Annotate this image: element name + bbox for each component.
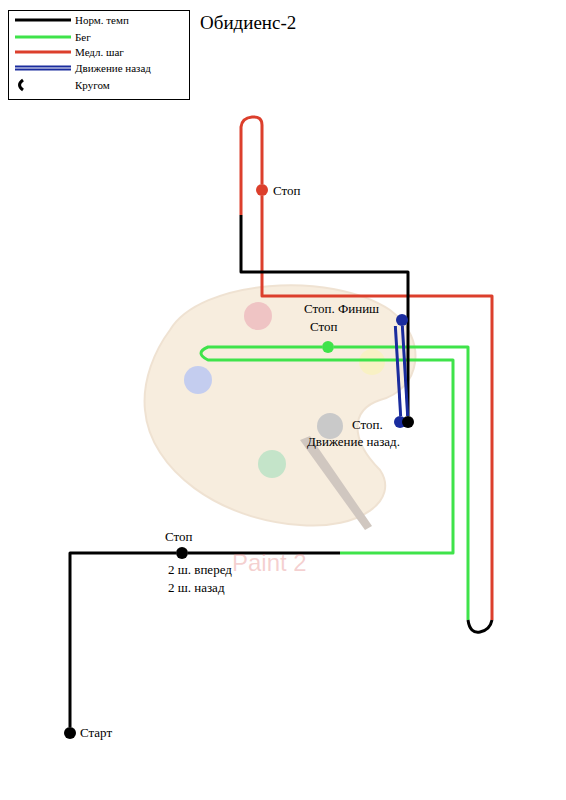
stop-label: 2 ш. назад xyxy=(168,581,225,595)
course-line xyxy=(468,620,492,632)
stop-label: Стоп. Финиш xyxy=(304,302,379,316)
legend-sample xyxy=(13,13,73,27)
brush xyxy=(300,436,372,530)
course-segment xyxy=(395,326,407,416)
course-segment xyxy=(188,347,453,553)
paint-blob xyxy=(244,302,272,330)
legend-text: Движение назад xyxy=(75,61,151,75)
stop-label: Стоп xyxy=(273,184,300,198)
legend-row: Бег xyxy=(9,30,189,44)
legend-text: Бег xyxy=(75,30,91,44)
legend-sample xyxy=(13,61,73,75)
legend-text: Норм. темп xyxy=(75,13,129,27)
course-segment xyxy=(241,117,408,416)
course-line xyxy=(201,347,453,553)
course-line xyxy=(241,117,262,215)
legend-row: Медл. шаг xyxy=(9,45,189,59)
course-line xyxy=(402,326,407,416)
course-stop-dot: Стоп. Финиш xyxy=(396,314,408,326)
paint-blob xyxy=(359,349,385,375)
legend-sample xyxy=(13,45,73,59)
course-stop-dot: Стоп.Движение назад. xyxy=(402,416,414,428)
palette-shape xyxy=(145,285,416,525)
legend-text: Медл. шаг xyxy=(75,45,124,59)
stop-label: Стоп xyxy=(165,530,192,544)
watermark: Paint 2 xyxy=(232,550,307,576)
paint-blob xyxy=(258,450,286,478)
course-stop-dot: Стоп xyxy=(322,341,334,353)
legend-box: Норм. темпБегМедл. шагДвижение назадКруг… xyxy=(8,10,190,100)
diagram-title: Обидиенс-2 xyxy=(200,12,296,34)
course-stop-dot: Стоп xyxy=(256,184,268,196)
paint-blob xyxy=(184,366,212,394)
legend-sample xyxy=(13,30,73,44)
course-line xyxy=(241,215,408,416)
stop-label: Старт xyxy=(80,726,112,740)
course-stop-dot: Старт xyxy=(64,727,76,739)
course-line xyxy=(334,347,468,620)
course-stop-dot: Стоп2 ш. вперед2 ш. назад xyxy=(176,547,188,559)
course-segment xyxy=(70,553,176,727)
stop-label: Движение назад. xyxy=(307,435,400,449)
legend-row: Движение назад xyxy=(9,61,189,75)
legend-sample xyxy=(13,78,73,92)
course-line xyxy=(70,553,176,727)
legend-row: Норм. темп xyxy=(9,13,189,27)
stop-label: Стоп xyxy=(310,320,337,334)
legend-text: Кругом xyxy=(75,78,110,92)
stop-label: Стоп. xyxy=(352,418,383,432)
course-line xyxy=(395,326,400,416)
palette-drawing xyxy=(145,285,416,530)
stop-label: 2 ш. вперед xyxy=(168,563,232,577)
legend-row: Кругом xyxy=(9,78,189,92)
